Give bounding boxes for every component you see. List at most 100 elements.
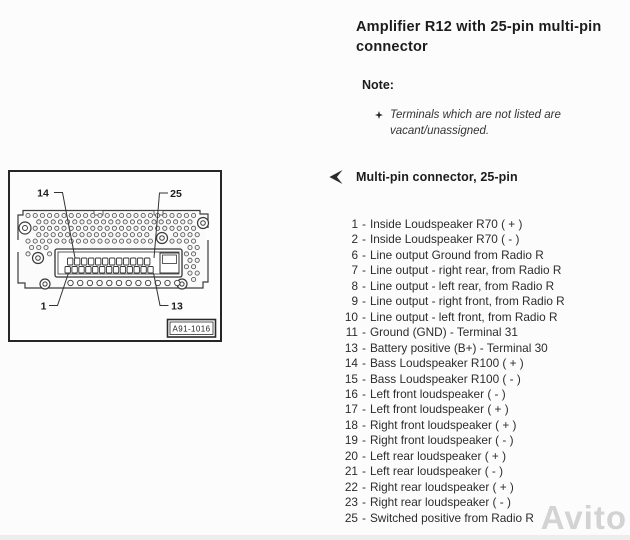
pin-row: 21-Left rear loudspeaker ( - ) (342, 464, 565, 479)
pin-label: Line output - left front, from Radio R (369, 309, 558, 324)
callout-line-25 (153, 192, 168, 259)
pin-separator: - (362, 263, 366, 278)
pin-row: 15-Bass Loudspeaker R100 ( - ) (342, 372, 565, 387)
section-heading-row: Multi-pin connector, 25-pin (328, 169, 518, 185)
page-bottom-edge (0, 535, 630, 540)
pin-number: 15 (344, 371, 358, 386)
pin-row: 10-Line output - left front, from Radio … (342, 310, 565, 325)
pin-label: Bass Loudspeaker R100 ( - ) (369, 371, 521, 386)
pin-row: 25-Switched positive from Radio R (342, 511, 565, 526)
pin-label: Right rear loudspeaker ( + ) (369, 479, 514, 494)
pin-number: 25 (344, 510, 358, 525)
figure-reference-arrow-icon (329, 169, 343, 185)
pin-label: Left front loudspeaker ( + ) (369, 402, 509, 417)
pin-row: 1-Inside Loudspeaker R70 ( + ) (342, 217, 565, 232)
pin-separator: - (362, 232, 366, 247)
pin-label: Switched positive from Radio R (369, 510, 534, 525)
pin-label: Right front loudspeaker ( - ) (369, 433, 514, 448)
pin-separator: - (362, 402, 366, 417)
panel-notch-right (205, 228, 211, 240)
pin-row: 19-Right front loudspeaker ( - ) (342, 433, 565, 448)
section-heading: Multi-pin connector, 25-pin (356, 170, 518, 184)
pin-label: Bass Loudspeaker R100 ( + ) (369, 356, 524, 371)
pin-label: Line output - left rear, from Radio R (369, 278, 555, 293)
screw-bosses (18, 216, 210, 290)
pin-row-bottom (64, 266, 154, 274)
pin-number: 14 (344, 356, 358, 371)
page-title: Amplifier R12 with 25-pin multi-pin conn… (356, 19, 602, 55)
pin-label: Line output - right front, from Radio R (369, 294, 565, 309)
pin-number: 8 (351, 278, 358, 293)
pin-row: 9-Line output - right front, from Radio … (342, 294, 565, 309)
pin-row: 18-Right front loudspeaker ( + ) (342, 418, 565, 433)
pin-separator: - (362, 340, 366, 355)
connector-latch-section (159, 252, 180, 274)
pin-number: 11 (345, 325, 358, 340)
pin-separator: - (362, 510, 366, 525)
pin-label: Left rear loudspeaker ( + ) (369, 448, 506, 463)
panel-notch-left (15, 240, 21, 252)
pin-row-top (67, 257, 151, 266)
pin-separator: - (362, 356, 366, 371)
pin-label: Battery positive (B+) - Terminal 30 (369, 340, 548, 355)
pin-row: 11-Ground (GND) - Terminal 31 (342, 325, 565, 340)
pin-row: 16-Left front loudspeaker ( - ) (342, 387, 565, 402)
pin-label: Inside Loudspeaker R70 ( - ) (369, 232, 520, 247)
pin-label: Left front loudspeaker ( - ) (369, 386, 506, 401)
pin-number: 18 (344, 417, 358, 432)
pin-separator: - (362, 217, 366, 231)
pin-number: 9 (351, 294, 358, 309)
pin-row: 17-Left front loudspeaker ( + ) (342, 402, 565, 417)
pin-label: Line output - right rear, from Radio R (369, 263, 562, 278)
pin-separator: - (362, 386, 366, 401)
pin-label: Left rear loudspeaker ( - ) (369, 464, 504, 479)
callout-pin-1: 1 (41, 301, 47, 313)
pin-list: 1-Inside Loudspeaker R70 ( + )2-Inside L… (342, 217, 565, 526)
connector-diagram: 14 25 1 13 A91-1016 (8, 170, 222, 342)
note-item: Terminals which are not listed are vacan… (375, 108, 603, 139)
callout-pin-13: 13 (171, 301, 183, 313)
pin-number: 16 (344, 386, 358, 401)
pin-row: 13-Battery positive (B+) - Terminal 30 (342, 341, 565, 356)
pin-row: 14-Bass Loudspeaker R100 ( + ) (342, 356, 565, 371)
pin-label: Inside Loudspeaker R70 ( + ) (369, 217, 523, 231)
pin-number: 1 (351, 217, 358, 231)
connector-latch-inner (162, 254, 177, 264)
pin-row: 23-Right rear loudspeaker ( - ) (342, 495, 565, 510)
pin-row: 8-Line output - left rear, from Radio R (342, 279, 565, 294)
pin-separator: - (362, 278, 366, 293)
note-text: Terminals which are not listed are vacan… (390, 109, 561, 137)
pin-number: 23 (344, 495, 358, 510)
pin-separator: - (362, 433, 366, 448)
pin-separator: - (362, 371, 366, 386)
pin-row: 7-Line output - right rear, from Radio R (342, 263, 565, 278)
ventilation-holes-row (67, 279, 181, 287)
pin-separator: - (362, 495, 366, 510)
callout-line-13 (153, 272, 169, 306)
pin-separator: - (362, 309, 366, 324)
figure-id-label: A91-1016 (173, 325, 211, 334)
pin-separator: - (362, 294, 366, 309)
pin-number: 10 (344, 309, 358, 324)
pin-number: 19 (344, 433, 358, 448)
pin-number: 7 (351, 263, 358, 278)
pin-separator: - (362, 448, 366, 463)
pin-row: 22-Right rear loudspeaker ( + ) (342, 480, 565, 495)
pin-label: Right rear loudspeaker ( - ) (369, 495, 511, 510)
pin-separator: - (362, 247, 366, 262)
pin-row: 2-Inside Loudspeaker R70 ( - ) (342, 232, 565, 247)
pin-number: 22 (344, 479, 358, 494)
pin-row: 6-Line output Ground from Radio R (342, 248, 565, 263)
pin-number: 20 (344, 448, 358, 463)
pin-number: 2 (351, 232, 358, 247)
connector-diagram-art: 14 25 1 13 A91-1016 (15, 188, 217, 338)
pin-label: Ground (GND) - Terminal 31 (369, 325, 518, 340)
note-label: Note: (362, 78, 394, 92)
pin-label: Right front loudspeaker ( + ) (369, 417, 517, 432)
pin-number: 6 (351, 247, 358, 262)
avito-watermark: Avito (540, 499, 627, 536)
pin-separator: - (362, 325, 366, 340)
pin-row: 20-Left rear loudspeaker ( + ) (342, 449, 565, 464)
pin-number: 21 (344, 464, 358, 479)
